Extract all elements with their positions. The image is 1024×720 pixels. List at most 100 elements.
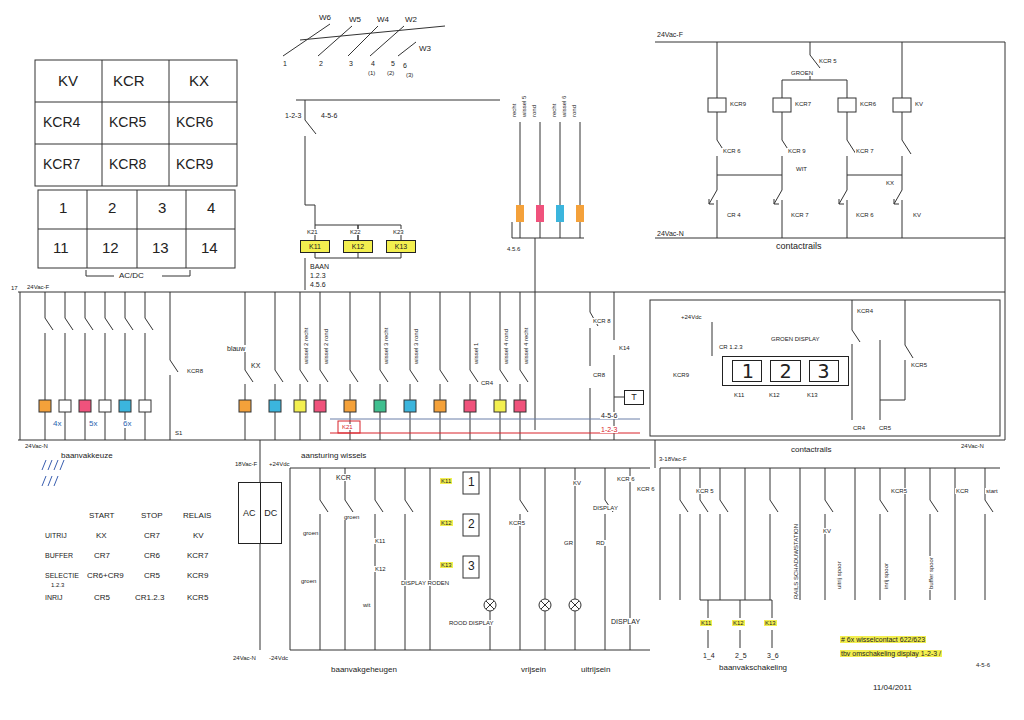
schematic-label: 6x (122, 420, 132, 428)
schematic-label: 4-5-6 (975, 662, 991, 668)
node-text: 2 (770, 360, 800, 382)
schematic-label: BAAN (309, 263, 330, 270)
schematic-label: 3-18Vac-F (658, 456, 688, 462)
schematic-label: RAILS SCHADUWSTATION (793, 523, 799, 600)
schematic-label: KCR 6 (636, 486, 656, 492)
schematic-label: 12 (101, 240, 120, 255)
schematic-label: KX (95, 532, 108, 540)
schematic-label: K14 (618, 345, 631, 351)
schematic-label: 14 (200, 240, 219, 255)
relay-coil: K13 (386, 240, 416, 253)
schematic-label: -24Vdc (268, 655, 289, 661)
schematic-label: KV (57, 73, 79, 88)
schematic-label: WIT (795, 166, 808, 172)
schematic-label: KCR (955, 488, 970, 494)
schematic-label: 3 (467, 560, 476, 572)
schematic-label: 18Vac-F (234, 461, 258, 467)
schematic-label: 2_5 (734, 652, 748, 659)
schematic-label: KCR9 (672, 372, 690, 378)
schematic-label: 24Vac-N (960, 443, 985, 449)
schematic-label: baanvakkeuze (60, 452, 114, 460)
schematic-label: GROEN DISPLAY (770, 336, 821, 342)
schematic-label: 13 (151, 240, 170, 255)
schematic-label: CR6+CR9 (86, 572, 125, 580)
schematic-label: BUFFER (44, 552, 74, 559)
schematic-label: 4.5.6 (309, 281, 327, 288)
schematic-label: wissel 2 rond (323, 328, 329, 365)
schematic-label: 4-5-6 (600, 412, 618, 419)
schematic-label: CR 4 (726, 212, 742, 218)
schematic-label: wissel 1 (473, 342, 479, 365)
schematic-label: W6 (318, 14, 332, 22)
schematic-label: groen (302, 530, 319, 536)
schematic-label: RD (595, 540, 606, 546)
schematic-label: wissel 3 recht (383, 327, 389, 365)
schematic-label: K11 (374, 538, 386, 544)
schematic-label: 24Vac-F (656, 31, 684, 38)
schematic-label: 24Vac-N (24, 443, 49, 449)
schematic-label: CR5 (143, 572, 161, 580)
schematic-label: 1-2-3 (600, 426, 618, 433)
schematic-label: KCR 5 (818, 58, 838, 64)
schematic-label: CR 1.2.3 (718, 344, 744, 350)
schematic-label: +24Vdc (680, 314, 703, 320)
schematic-label: K12 (768, 392, 781, 398)
schematic-label: GROEN (790, 70, 814, 76)
schematic-label: K12 (374, 566, 387, 572)
schematic-label: KCR 7 (790, 212, 810, 218)
schematic-label: 1_4 (702, 652, 716, 659)
node-text: K11 (309, 243, 321, 250)
schematic-label: 2 (318, 60, 324, 67)
schematic-label: KCR 6 (855, 212, 875, 218)
schematic-label: UITRIJ (44, 532, 68, 539)
schematic-label: CR5 (878, 425, 892, 431)
node-text: AC (239, 483, 260, 543)
schematic-label: 3 (348, 60, 354, 67)
schematic-label: wissel 4 recht (523, 327, 529, 365)
schematic-label: K11 (440, 478, 452, 484)
schematic-label: CR8 (592, 372, 606, 378)
schematic-label: 4 (206, 200, 216, 215)
schematic-label: KCR 9 (787, 148, 807, 154)
schematic-label: S1 (174, 430, 183, 436)
schematic-label: CR1.2.3 (134, 594, 165, 602)
node-text: K12 (352, 243, 364, 250)
schematic-label: KCR9 (729, 101, 747, 107)
schematic-label: 1 (467, 476, 476, 488)
schematic-label: KCR6 (175, 115, 214, 129)
schematic-label: K11 (733, 392, 745, 398)
schematic-label: KCR 5 (695, 488, 715, 494)
schematic-label: KCR8 (186, 368, 204, 374)
node-text: DC (260, 483, 282, 543)
schematic-label: K13 (806, 392, 819, 398)
power-supply-box: ACDC (238, 482, 282, 544)
schematic-label: (1) (367, 70, 376, 76)
schematic-label: inrij spoor (883, 562, 889, 590)
schematic-label: 1.2.3 (309, 272, 327, 279)
schematic-label: KCR 6 (722, 148, 742, 154)
schematic-label: baanvakgeheugen (330, 666, 398, 674)
schematic-label: baanvakschakeling (718, 664, 788, 672)
schematic-label: KV (912, 212, 922, 218)
schematic-label: aansturing wissels (300, 452, 367, 460)
schematic-label: 17 (10, 285, 19, 291)
schematic-label: blauw (226, 345, 246, 352)
schematic-label: 5 (390, 60, 396, 67)
schematic-label: 1 (58, 200, 68, 215)
schematic-label: KCR 8 (592, 318, 612, 324)
schematic-label: RELAIS (182, 512, 212, 520)
schematic-label: recht (511, 103, 517, 118)
schematic-label: K21 (341, 424, 354, 430)
schematic-label: 24Vac-F (26, 284, 50, 290)
schematic-label: 24Vac-N (232, 655, 257, 661)
schematic-label: KCR9 (175, 157, 214, 171)
schematic-label: contactrails (790, 446, 832, 454)
schematic-label: K23 (392, 229, 405, 235)
node-text: K13 (395, 243, 407, 250)
schematic-label: DISPLAY (592, 505, 619, 511)
schematic-label: rond (531, 104, 537, 118)
schematic-label: 5x (88, 420, 98, 428)
schematic-label: (2) (386, 70, 395, 76)
schematic-label: 4 (370, 60, 376, 67)
